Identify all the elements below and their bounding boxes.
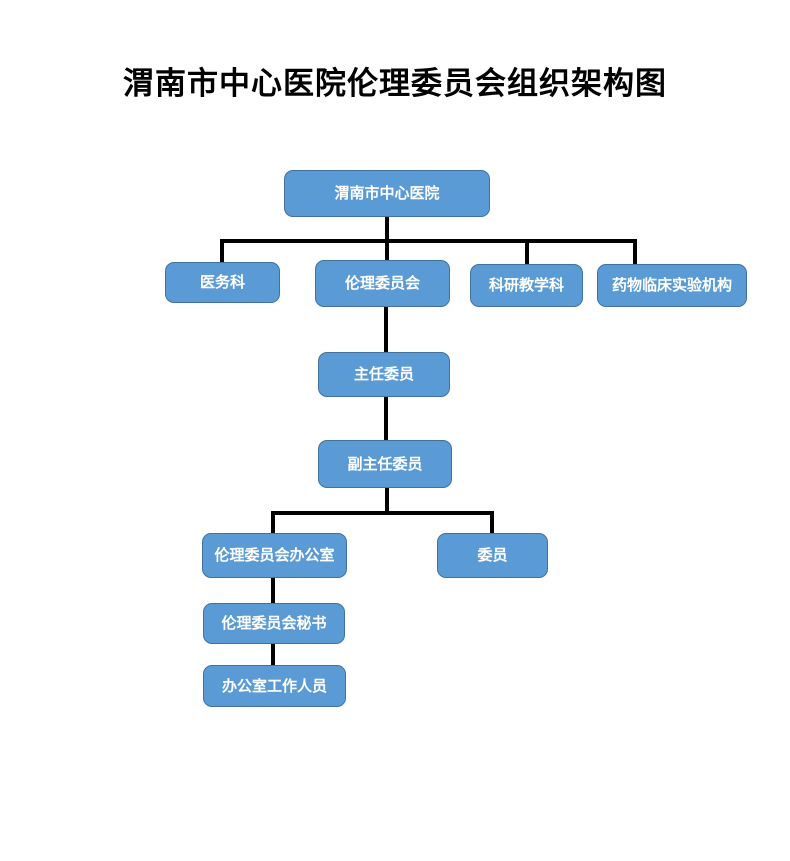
page-title: 渭南市中心医院伦理委员会组织架构图 (123, 66, 667, 101)
org-node-label-medical-affairs: 医务科 (199, 274, 245, 291)
org-node-label-ethics-committee: 伦理委员会 (344, 275, 420, 292)
connector-ethics-to-chairman (384, 306, 388, 353)
connector-drop-committee-members (490, 513, 494, 534)
org-node-label-committee-members: 委员 (477, 547, 508, 564)
connector-drop-research-teaching (525, 241, 529, 265)
org-node-ethics-committee: 伦理委员会 (315, 260, 450, 307)
org-node-research-teaching: 科研教学科 (470, 264, 583, 307)
org-node-medical-affairs: 医务科 (165, 262, 280, 303)
connector-level2-bus (220, 239, 637, 243)
connector-drop-medical-affairs (220, 241, 224, 263)
org-node-ethics-secretary: 伦理委员会秘书 (203, 603, 345, 644)
org-node-office-staff: 办公室工作人员 (203, 665, 346, 707)
org-node-committee-members: 委员 (437, 533, 548, 578)
connector-secretary-to-staff (271, 643, 275, 666)
connector-drop-ethics-committee (385, 241, 389, 261)
org-node-chairman: 主任委员 (318, 352, 450, 397)
org-node-ethics-office: 伦理委员会办公室 (202, 533, 347, 578)
org-node-label-chairman: 主任委员 (353, 366, 414, 383)
org-node-label-ethics-secretary: 伦理委员会秘书 (221, 615, 327, 632)
org-node-drug-trial-org: 药物临床实验机构 (597, 264, 747, 307)
org-node-label-vice-chairman: 副主任委员 (347, 455, 423, 473)
connector-chairman-to-vice (384, 396, 388, 441)
connector-hospital-stem (385, 217, 389, 243)
connector-vice-stem (385, 487, 389, 515)
connector-drop-ethics-office (271, 513, 275, 534)
org-node-label-drug-trial-org: 药物临床实验机构 (611, 277, 732, 294)
connector-office-to-secretary (271, 577, 275, 604)
connector-level5-bus (271, 511, 494, 515)
org-node-hospital: 渭南市中心医院 (284, 170, 490, 217)
org-node-label-office-staff: 办公室工作人员 (221, 677, 327, 695)
connector-drop-drug-trial-org (633, 241, 637, 265)
org-node-label-hospital: 渭南市中心医院 (334, 185, 440, 202)
org-node-vice-chairman: 副主任委员 (318, 440, 452, 488)
org-node-label-research-teaching: 科研教学科 (488, 277, 564, 294)
org-node-label-ethics-office: 伦理委员会办公室 (214, 547, 335, 564)
